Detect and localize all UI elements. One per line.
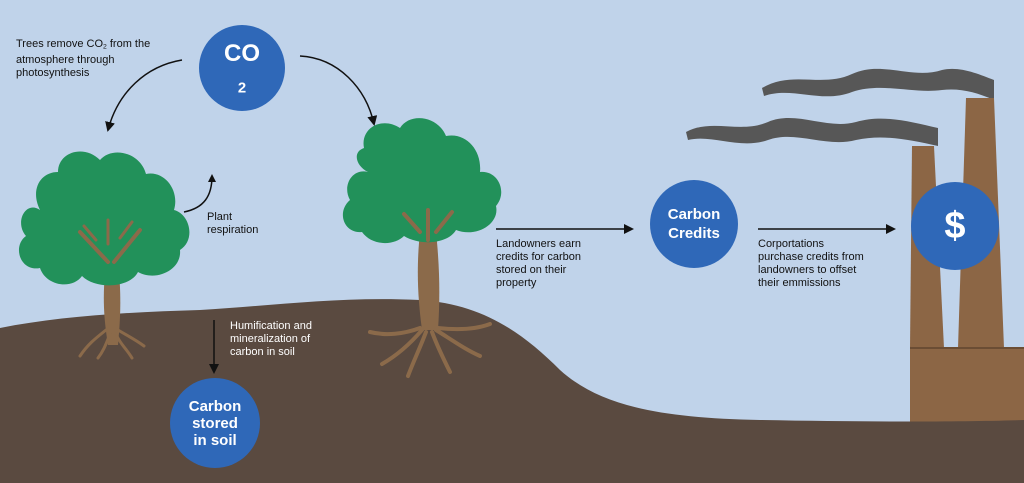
flow-arrows — [105, 55, 896, 374]
co2-circle: CO 2 — [199, 25, 285, 111]
dollar-circle: $ — [911, 182, 999, 270]
landowners-label: Landowners earn credits for carbon store… — [496, 238, 581, 290]
landowners-line2: credits for carbon — [496, 251, 581, 263]
corporations-line2: purchase credits from — [758, 251, 864, 263]
carbon-credits-line2: Credits — [668, 225, 720, 242]
humification-line2: mineralization of — [230, 333, 311, 345]
photosynthesis-subscript: 2 — [103, 43, 107, 51]
photosynthesis-line2: atmosphere through — [16, 53, 115, 66]
humification-line1: Humification and — [230, 320, 312, 332]
carbon-soil-line2: stored — [192, 414, 238, 432]
left-tree — [18, 151, 190, 360]
respiration-label: Plant respiration — [207, 211, 258, 237]
landowners-line4: property — [496, 277, 537, 289]
smoke-plumes — [686, 68, 994, 146]
respiration-line1: Plant — [207, 211, 233, 223]
carbon-soil-line1: Carbon — [188, 397, 242, 415]
humification-line3: carbon in soil — [230, 346, 295, 358]
photosynthesis-line3: photosynthesis — [16, 66, 90, 79]
carbon-credits-line1: Carbon — [667, 206, 721, 223]
carbon-credits-circle: Carbon Credits — [650, 180, 738, 268]
co2-subscript: 2 — [237, 80, 247, 97]
landowners-line1: Landowners earn — [496, 238, 582, 250]
co2-text: CO — [224, 39, 260, 67]
corporations-line4: their emmissions — [758, 277, 841, 289]
middle-tree — [342, 118, 502, 378]
photosynthesis-line1b: from the — [106, 38, 151, 50]
landowners-line3: stored on their — [496, 264, 567, 276]
humification-label: Humification and mineralization of carbo… — [230, 320, 312, 359]
dollar-sign: $ — [944, 204, 966, 247]
carbon-soil-circle: Carbon stored in soil — [170, 378, 260, 468]
corporations-line1: Corportations — [758, 238, 825, 250]
photosynthesis-label: Trees remove CO2 from the atmosphere thr… — [16, 38, 150, 80]
corporations-line3: landowners to offset — [758, 264, 857, 276]
photosynthesis-line1a: Trees remove CO — [16, 38, 104, 50]
carbon-soil-line3: in soil — [193, 431, 237, 449]
respiration-line2: respiration — [207, 224, 259, 236]
corporations-label: Corportations purchase credits from land… — [758, 238, 864, 290]
